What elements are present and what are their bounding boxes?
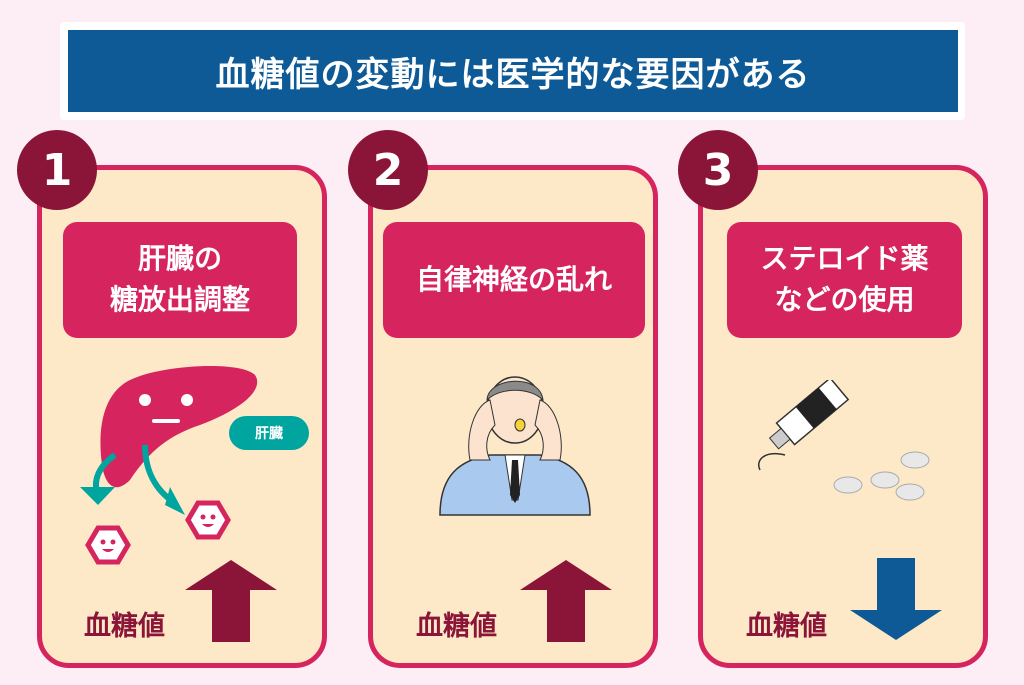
card-label-1: 肝臓の 糖放出調整: [63, 222, 297, 338]
label-line: などの使用: [774, 283, 915, 316]
card-number-2: 2: [348, 130, 428, 210]
label-line: ステロイド薬: [760, 242, 929, 276]
label-line: 糖放出調整: [109, 283, 250, 316]
label-line: 自律神経の乱れ: [415, 262, 612, 296]
blood-sugar-label-2: 血糖値: [416, 611, 497, 642]
arrow-up-icon: [520, 560, 612, 642]
blood-sugar-label-3: 血糖値: [746, 611, 827, 642]
stressed-person-icon: [439, 376, 591, 516]
card-label-3: ステロイド薬 などの使用: [727, 222, 962, 338]
liver-icon: [80, 365, 258, 565]
blood-sugar-label-1: 血糖値: [84, 611, 165, 642]
page-title: 血糖値の変動には医学的な要因がある: [68, 30, 958, 112]
medicine-icon: [758, 380, 930, 501]
card-label-2: 自律神経の乱れ: [383, 222, 645, 338]
card-number-1: 1: [17, 130, 97, 210]
arrow-down-icon: [850, 558, 942, 640]
glucose-icon: [185, 500, 231, 540]
card-number-3: 3: [678, 130, 758, 210]
liver-tag: 肝臓: [229, 416, 309, 450]
glucose-icon: [85, 525, 131, 565]
label-line: 肝臓の: [137, 242, 222, 276]
arrow-up-icon: [185, 560, 277, 642]
